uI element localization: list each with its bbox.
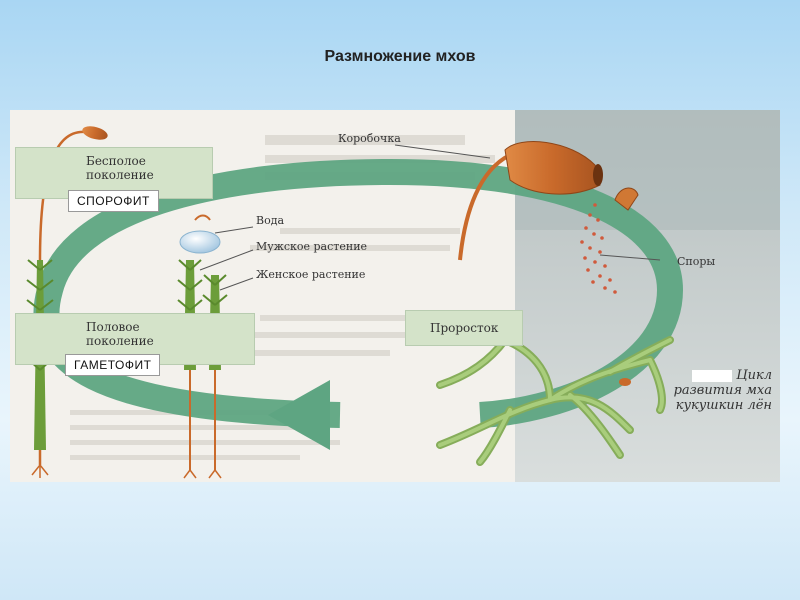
capsule-lid	[614, 187, 639, 211]
caption-mask	[692, 369, 733, 382]
caption-line-2: развития мха	[673, 383, 772, 398]
cycle-arrow-head	[268, 380, 330, 450]
young-shoot-bud	[619, 378, 631, 386]
caption-line-3: кукушкин лён	[675, 398, 772, 413]
spores-dots	[580, 203, 617, 294]
female-plant	[202, 274, 228, 479]
sperm-icon	[194, 214, 211, 221]
caption-line-1: Цикл	[736, 368, 772, 383]
water-drop	[179, 230, 221, 254]
water-callout: Вода	[256, 214, 285, 227]
slide-title: Размножение мхов	[324, 48, 476, 65]
figure-caption: Цикл развития мха кукушкин лён	[640, 368, 772, 413]
protonema-label: Проросток	[405, 310, 523, 346]
capsule-callout: Коробочка	[338, 132, 401, 145]
gametophyte-tag: ГАМЕТОФИТ	[65, 354, 161, 376]
male-plant	[177, 259, 203, 479]
capsule-illustration	[458, 141, 639, 261]
female-plant-callout: Женское растение	[256, 268, 366, 281]
moss-life-cycle-figure: Бесполое поколение СПОРОФИТ Половое поко…	[10, 110, 780, 482]
sporophyte-tag: СПОРОФИТ	[68, 190, 159, 212]
callout-lines	[199, 144, 661, 291]
protonema-text: Проросток	[430, 321, 499, 335]
sexual-generation-text: Половое поколение	[86, 320, 154, 348]
asexual-generation-text: Бесполое поколение	[86, 154, 154, 182]
spores-callout: Споры	[677, 255, 716, 268]
male-plant-callout: Мужское растение	[256, 240, 368, 253]
